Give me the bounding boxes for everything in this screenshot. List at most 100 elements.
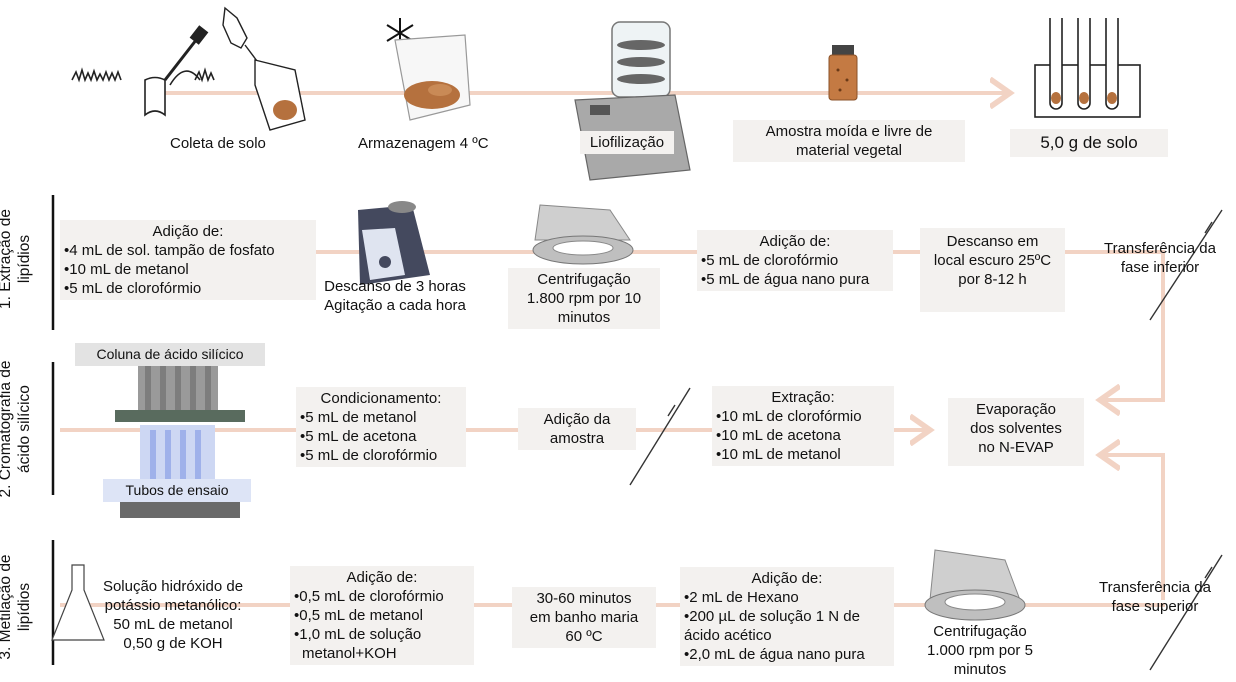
s3d-bullet-1: •2 mL de Hexano [684, 589, 799, 606]
s1e-line-3: por 8-12 h [958, 271, 1027, 288]
pipette-icon-3 [1149, 554, 1223, 671]
s3e-line-2: 1.000 rpm por 5 [927, 642, 1033, 659]
s3f-line-1: Transferência da [1098, 579, 1211, 596]
s2d-line-1: Evaporação [975, 401, 1057, 418]
s3d-bullet-2-cont: ácido acético [684, 627, 772, 644]
s1a-bullet-2: •10 mL de metanol [64, 261, 189, 278]
s1-box-adicao-1: Adição de: •4 mL de sol. tampão de fosfa… [60, 220, 316, 300]
s2-box-extracao: Extração: •10 mL de clorofórmio •10 mL d… [712, 386, 894, 466]
s3-box-solucao-koh: Solução hidróxido de potássio metanólico… [85, 575, 261, 655]
s2b-line-1: Adição da [543, 411, 611, 428]
step-armazenagem-label: Armazenagem 4 ºC [358, 135, 489, 152]
section1-title: 1. Extração de lipídios [0, 204, 34, 314]
s2-box-evaporacao: Evaporação dos solventes no N-EVAP [948, 398, 1084, 466]
s1-box-transferencia-inferior: Transferência da fase inferior [1090, 237, 1230, 279]
s1a-heading: Adição de: [152, 223, 224, 240]
s3a-line-3: 50 mL de metanol [113, 616, 233, 633]
s2c-bullet-1: •10 mL de clorofórmio [716, 408, 862, 425]
section3-title-line-2: lipídios [16, 582, 33, 632]
s1e-line-1: Descanso em [946, 233, 1039, 250]
s2a-heading: Condicionamento: [320, 390, 442, 407]
step-solo-label: 5,0 g de solo [1010, 129, 1168, 157]
ziplock-bag-icon [394, 34, 471, 121]
s3a-line-4: 0,50 g de KOH [123, 635, 223, 652]
s1-box-descanso: Descanso de 3 horas Agitação a cada hora [310, 275, 480, 317]
section2-title-line-1: 2. Cromatografia de [0, 360, 14, 498]
section2-title-line-2: ácido silícico [16, 385, 33, 473]
step-coleta-label: Coleta de solo [170, 135, 266, 152]
s3e-line-1: Centrifugação [933, 623, 1027, 640]
s3a-line-1: Solução hidróxido de [102, 578, 244, 595]
section1-title-line-2: lipídios [16, 234, 33, 284]
erlenmeyer-flask-icon [51, 564, 105, 641]
s2d-line-2: dos solventes [970, 420, 1062, 437]
amostra-line-2: material vegetal [796, 142, 902, 159]
s3a-line-2: potássio metanólico: [104, 597, 242, 614]
s3b-bullet-3-cont: metanol+KOH [302, 645, 397, 662]
sample-jar-icon [828, 45, 858, 101]
s1b-line-1: Descanso de 3 horas [324, 278, 466, 295]
s3d-bullet-3: •2,0 mL de água nano pura [684, 646, 865, 663]
s3b-bullet-1: •0,5 mL de clorofórmio [294, 588, 444, 605]
s3b-bullet-2: •0,5 mL de metanol [294, 607, 423, 624]
s3-box-banho-maria: 30-60 minutos em banho maria 60 ºC [512, 587, 656, 648]
s2-column-label: Coluna de ácido silícico [75, 343, 265, 366]
s1a-bullet-3: •5 mL de clorofórmio [64, 280, 202, 297]
centrifuge-icon-1 [532, 204, 634, 265]
s2a-bullet-2: •5 mL de acetona [300, 428, 417, 445]
freeze-dryer-icon [574, 21, 691, 181]
section3-title: 3. Metilação de lipídios [0, 552, 34, 662]
pipette-icon-2 [629, 387, 691, 486]
shovel-grass-icon [71, 25, 215, 117]
section3-title-line-1: 3. Metilação de [0, 554, 14, 660]
s3c-line-1: 30-60 minutos [536, 590, 632, 607]
s2d-line-3: no N-EVAP [978, 439, 1054, 456]
s1d-bullet-1: •5 mL de clorofórmio [701, 252, 839, 269]
s2-tubes-label: Tubos de ensaio [103, 479, 251, 502]
s2a-bullet-1: •5 mL de metanol [300, 409, 417, 426]
s3e-line-3: minutos [953, 661, 1007, 678]
s2c-bullet-3: •10 mL de metanol [716, 446, 841, 463]
s1e-line-2: local escuro 25ºC [933, 252, 1052, 269]
s2b-line-2: amostra [549, 430, 605, 447]
s1c-line-2: 1.800 rpm por 10 [526, 290, 642, 307]
s1f-line-2: fase inferior [1120, 259, 1200, 276]
s1a-bullet-1: •4 mL de sol. tampão de fosfato [64, 242, 275, 259]
s2a-bullet-3: •5 mL de clorofórmio [300, 447, 438, 464]
s1c-line-3: minutos [557, 309, 611, 326]
gloved-hand-bag-icon [222, 6, 306, 131]
s1b-line-2: Agitação a cada hora [324, 297, 466, 314]
s3-box-adicao-1: Adição de: •0,5 mL de clorofórmio •0,5 m… [290, 566, 474, 665]
s2c-heading: Extração: [771, 389, 835, 406]
test-tube-rack-icon [1034, 18, 1141, 118]
s3-box-transferencia-superior: Transferência da fase superior [1080, 576, 1230, 618]
section1-title-line-1: 1. Extração de [0, 209, 14, 309]
s3d-heading: Adição de: [751, 570, 823, 587]
s1d-heading: Adição de: [759, 233, 831, 250]
s1d-bullet-2: •5 mL de água nano pura [701, 271, 870, 288]
centrifuge-icon-2 [924, 549, 1026, 621]
s1-box-descanso-escuro: Descanso em local escuro 25ºC por 8-12 h [920, 228, 1065, 312]
s1f-line-1: Transferência da [1103, 240, 1216, 257]
s3-box-centrifugacao: Centrifugação 1.000 rpm por 5 minutos [905, 620, 1055, 681]
flow-line-right-up [1100, 455, 1165, 600]
s3c-line-2: em banho maria [529, 609, 639, 626]
s1-box-centrifugacao: Centrifugação 1.800 rpm por 10 minutos [508, 268, 660, 329]
section2-title: 2. Cromatografia de ácido silícico [0, 349, 34, 509]
s3b-heading: Adição de: [346, 569, 418, 586]
s3d-bullet-2: •200 µL de solução 1 N de [684, 608, 860, 625]
s1c-line-1: Centrifugação [537, 271, 631, 288]
step-liofilizacao-label: Liofilização [580, 131, 674, 154]
s2-box-condicionamento: Condicionamento: •5 mL de metanol •5 mL … [296, 387, 466, 467]
s3-box-adicao-2: Adição de: •2 mL de Hexano •200 µL de so… [680, 567, 894, 666]
s2-box-adicao-amostra: Adição da amostra [518, 408, 636, 450]
s3b-bullet-3: •1,0 mL de solução [294, 626, 422, 643]
amostra-line-1: Amostra moída e livre de [765, 123, 933, 140]
vortex-mixer-icon [358, 201, 430, 285]
step-amostra-label: Amostra moída e livre de material vegeta… [733, 120, 965, 162]
s1-box-adicao-2: Adição de: •5 mL de clorofórmio •5 mL de… [697, 230, 893, 291]
s3f-line-2: fase superior [1111, 598, 1199, 615]
s3c-line-3: 60 ºC [565, 628, 603, 645]
